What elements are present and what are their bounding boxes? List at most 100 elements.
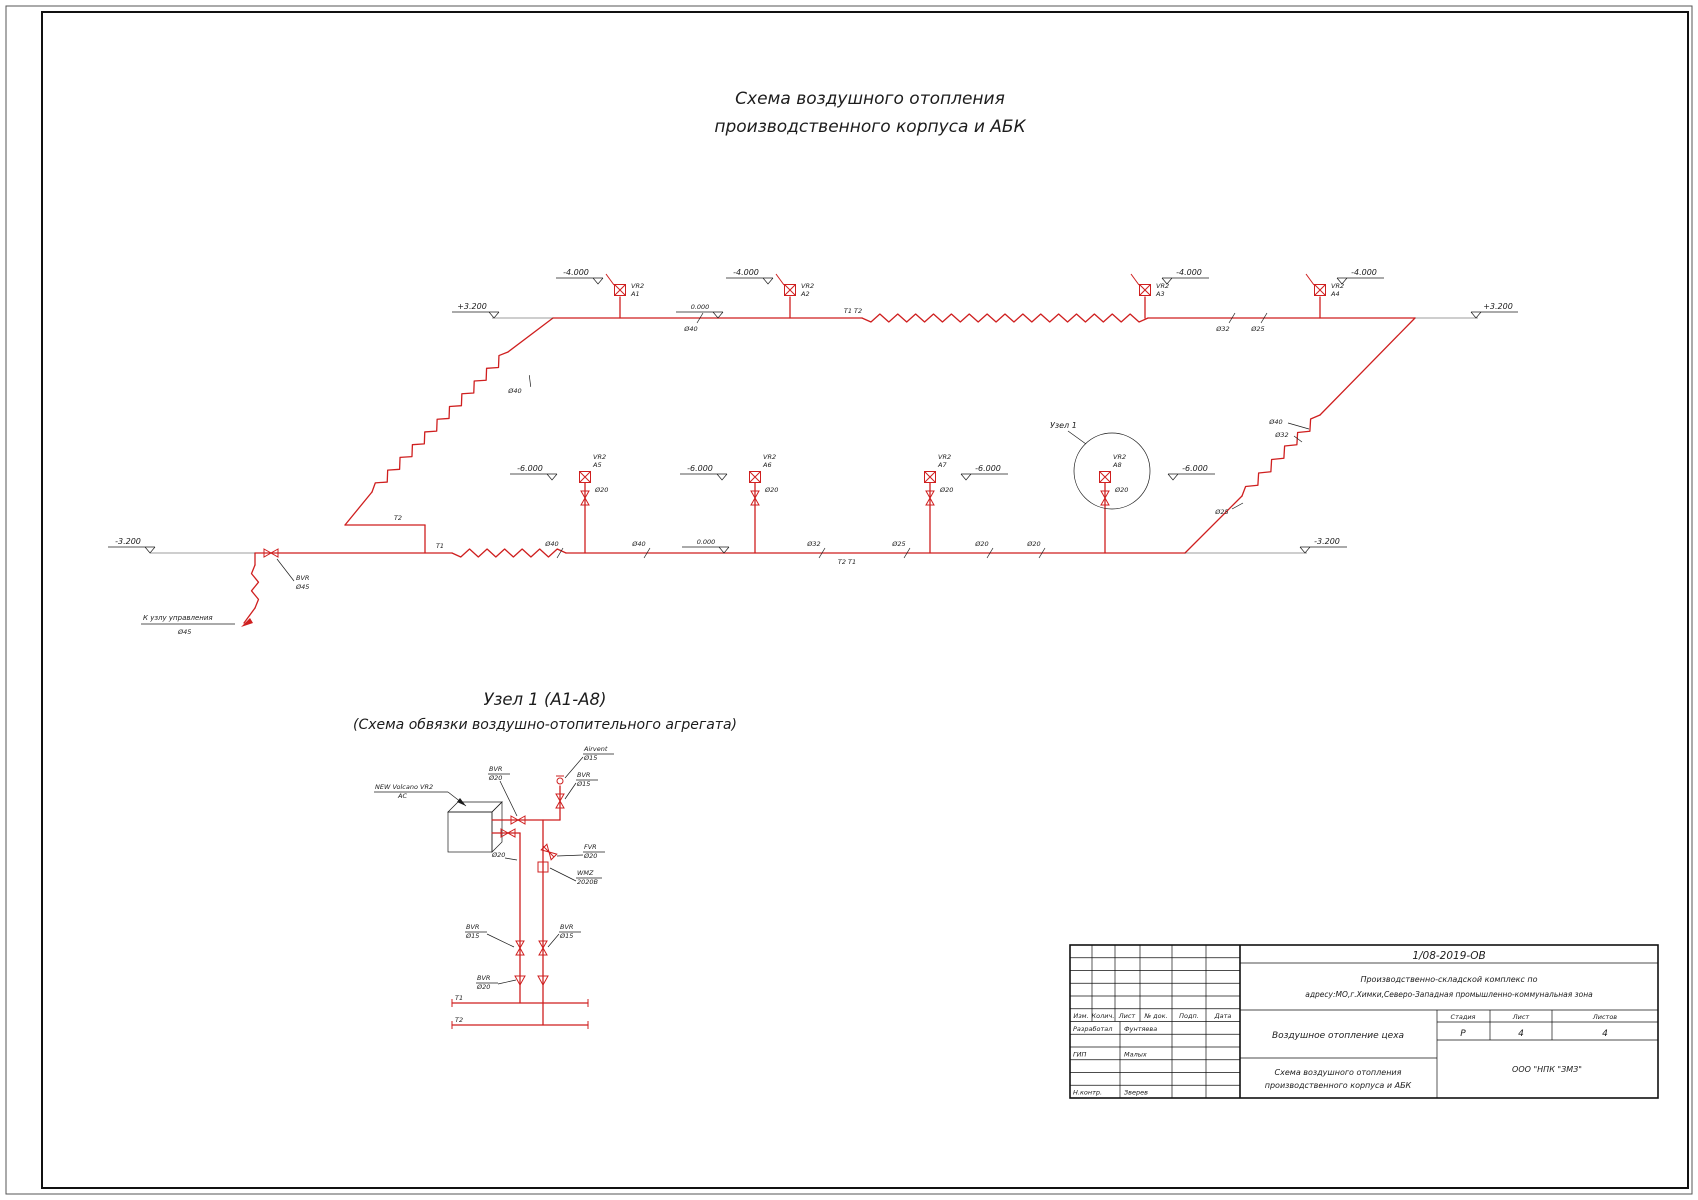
air-heater-icon [924,471,936,483]
elevation-label: -3.200 [1314,537,1340,546]
node1-callout-circle [1073,432,1151,510]
node1-callout-label: Узел 1 [1050,421,1077,430]
air-heater-icon [749,471,761,483]
main-title-line2: производственного корпуса и АБК [714,117,1026,137]
heating-unit-a5: VR2 А5 Ø20 [579,453,608,554]
doc-number: 1/08-2019-ОВ [1412,950,1485,962]
dn-label: Ø20 [764,486,778,494]
zigzag-left-slant [371,351,509,493]
dn-label: Ø20 [1026,540,1040,548]
dn-label: Ø25 [1250,325,1264,333]
object-line2: адресу:МО,г.Химки,Северо-Западная промыш… [1305,990,1593,999]
elevation-label: 0.000 [697,538,716,546]
unit-type: VR2 [763,453,776,461]
dn-label: Ø20 [488,774,502,782]
dn-label: Ø20 [491,851,505,859]
heat-meter-icon [537,861,549,873]
dn-label: Ø40 [507,387,521,395]
dn-label: Ø32 [1215,325,1229,333]
sheet-value: 4 [1518,1029,1524,1039]
node1-detail: Узел 1 (А1-А8) (Схема обвязки воздушно-о… [353,690,737,1029]
elevation-label: -4.000 [733,268,759,277]
flow-arrow [241,618,253,627]
valve-label: FVR [584,843,597,851]
stage-value: Р [1460,1029,1466,1039]
col-podp: Подп. [1179,1012,1199,1020]
zigzag-bottom [451,548,567,558]
dn-label: Ø20 [1114,486,1128,494]
drain-icon [514,975,526,987]
unit-type: VR2 [1156,282,1169,290]
pipe-label: Т1 [455,994,463,1002]
drawing-name-line1: Схема воздушного отопления [1275,1068,1402,1077]
dn-label: Ø15 [583,754,597,762]
name-ncontrol: Зверев [1124,1089,1148,1097]
role-gip: ГИП [1073,1051,1086,1059]
unit-type: VR2 [801,282,814,290]
company-name: ООО "НПК "ЗМЗ" [1512,1065,1582,1074]
valve-label: BVR [296,574,309,582]
dn-label: Ø20 [583,852,597,860]
dn-label: Ø45 [177,628,191,636]
section-title: Воздушное отопление цеха [1272,1031,1404,1041]
elevation-label: -4.000 [563,268,589,277]
volcano-unit-box [447,801,503,853]
elevation-label: -6.000 [1182,464,1208,473]
elevation-label: -6.000 [687,464,713,473]
elevation-label: +3.200 [1483,302,1513,311]
valve-label: BVR [560,923,573,931]
unit-type: VR2 [1331,282,1344,290]
dn-label: Ø32 [1274,431,1288,439]
stage-label: Стадия [1451,1013,1476,1021]
role-ncontrol: Н.контр. [1073,1089,1102,1097]
dn-label: Ø20 [594,486,608,494]
name-developer: Фунтяева [1124,1025,1157,1033]
pipe-label: Т2 [455,1016,463,1024]
unit-tag: А3 [1155,290,1165,298]
diameter-labels: Ø40 Ø32 Ø25 Ø40 Ø40 Ø32 Ø25 Ø40 Ø40 Ø32 … [507,312,1310,559]
dn-label: Ø40 [544,540,558,548]
sheets-value: 4 [1602,1029,1608,1039]
elevation-label: -4.000 [1176,268,1202,277]
name-gip: Малых [1124,1051,1147,1059]
dn-label: Ø20 [939,486,953,494]
unit-type: VR2 [938,453,951,461]
unit-type: VR2 [1113,453,1126,461]
object-line1: Производственно-складской комплекс по [1360,975,1537,984]
dn-label: Ø45 [295,583,309,591]
unit-tag: А8 [1112,461,1122,469]
dn-label: Ø40 [683,325,697,333]
heating-unit-a4: VR2 А4 [1305,273,1344,319]
heating-unit-a8: VR2 А8 Ø20 [1099,453,1128,554]
valve-label: BVR [477,974,490,982]
dn-label: Ø15 [465,932,479,940]
title-block: Изм. Колич. Лист № док. Подп. Дата Разра… [1069,944,1659,1099]
unit-tag: А2 [800,290,810,298]
unit-tag: А4 [1330,290,1340,298]
role-developer: Разработал [1073,1025,1112,1033]
unit-sublabel: AC [397,792,407,800]
pipe-label: Т1 [436,542,444,550]
meter-label: WMZ [577,869,594,877]
elevation-label: -6.000 [975,464,1001,473]
meter-model: 2020В [577,878,599,886]
dn-label: Ø25 [1214,508,1228,516]
drawing-frame [5,5,1693,1195]
valve-label: BVR [466,923,479,931]
air-heater-icon [784,284,796,296]
unit-tag: А6 [762,461,772,469]
control-unit-branch: BVR Ø45 К узлу управления Ø45 [141,558,309,636]
to-control-unit-label: К узлу управления [143,614,213,622]
air-heater-icon [1139,284,1151,296]
airvent-label: Airvent [583,745,608,753]
elevation-label: -3.200 [115,537,141,546]
zigzag-right-slant [1241,414,1321,497]
dn-label: Ø15 [576,780,590,788]
pipe-label: Т2 Т1 [838,558,856,566]
unit-tag: А5 [592,461,602,469]
unit-type: VR2 [593,453,606,461]
unit-type: VR2 [631,282,644,290]
drawing-name-line2: производственного корпуса и АБК [1265,1081,1412,1090]
air-heater-icon [579,471,591,483]
